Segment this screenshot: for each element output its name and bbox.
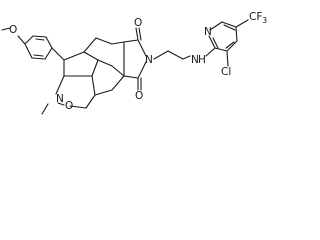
pyridine-ring: N xyxy=(204,21,238,57)
imide-carbonyl-oxygen-top: O xyxy=(134,17,142,29)
methoxyphenyl-ring xyxy=(24,35,53,60)
chloro-label: Cl xyxy=(221,66,231,78)
isoxazolidine-oxygen: O xyxy=(65,100,73,112)
imide-ring: O O N xyxy=(123,17,153,102)
pyridine-nitrogen: N xyxy=(204,26,212,38)
isoxazolidine-ring: N O xyxy=(55,59,96,112)
aryl-core-bond xyxy=(51,47,65,61)
isoxazolidine-nitrogen: N xyxy=(56,93,64,105)
cf3-label: CF3 xyxy=(249,11,267,25)
structure-diagram: O N O O xyxy=(0,0,281,132)
methoxy-group: O xyxy=(1,24,26,45)
bicyclic-core xyxy=(63,37,125,96)
imide-nitrogen: N xyxy=(145,54,153,66)
n-methyl-bond xyxy=(41,103,49,115)
amine-nitrogen: N xyxy=(191,54,199,66)
trifluoromethyl-group: CF3 xyxy=(235,11,267,28)
molecule-svg: O N O O xyxy=(1,11,267,115)
ethyl-linker: N H xyxy=(153,50,206,66)
amine-hydrogen: H xyxy=(198,54,206,66)
methoxy-oxygen: O xyxy=(9,24,17,36)
imide-carbonyl-oxygen-bottom: O xyxy=(135,90,143,102)
chloro-group: Cl xyxy=(221,50,231,78)
